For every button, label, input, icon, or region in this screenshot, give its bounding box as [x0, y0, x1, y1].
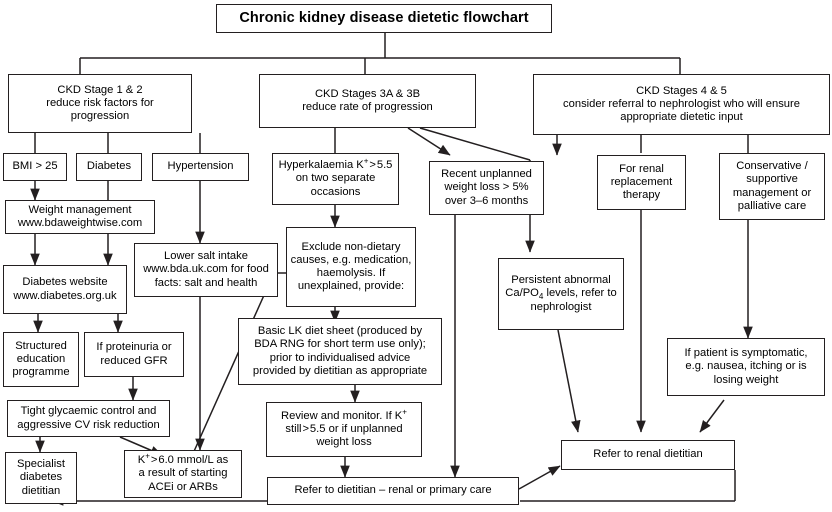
node-title: Chronic kidney disease dietetic flowchar…: [216, 4, 552, 33]
node-diabetes: Diabetes: [76, 153, 142, 181]
node-bmi-text: BMI > 25: [12, 160, 58, 173]
node-hypertension-text: Hypertension: [167, 160, 234, 173]
node-refer-to-renal-dietitian: Refer to renal dietitian: [561, 440, 735, 470]
node-bmi: BMI > 25: [3, 153, 67, 181]
node-refer-to-dietitian-text: Refer to dietitian – renal or primary ca…: [294, 484, 492, 497]
node-refer-to-dietitian: Refer to dietitian – renal or primary ca…: [267, 477, 519, 505]
node-symptomatic: If patient is symptomatic,e.g. nausea, i…: [667, 338, 825, 396]
node-title-text: Chronic kidney disease dietetic flowchar…: [239, 9, 529, 26]
node-review-and-monitor: Review and monitor. If K+still > 5.5 or …: [266, 402, 422, 457]
node-refer-to-renal-dietitian-text: Refer to renal dietitian: [593, 448, 703, 461]
node-diabetes-text: Diabetes: [86, 160, 132, 173]
node-symptomatic-text: If patient is symptomatic,e.g. nausea, i…: [684, 347, 808, 386]
node-hypertension: Hypertension: [152, 153, 249, 181]
node-review-and-monitor-text: Review and monitor. If K+still > 5.5 or …: [281, 406, 407, 449]
